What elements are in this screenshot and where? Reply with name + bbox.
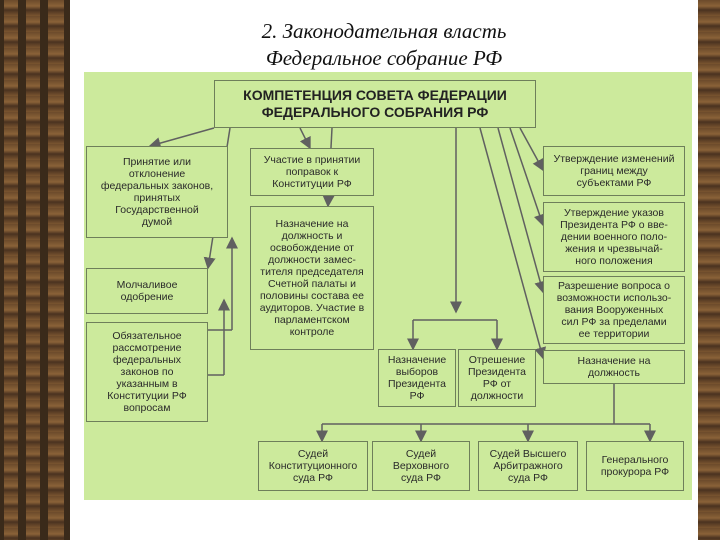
slide-title: 2. Законодательная власть Федеральное со… xyxy=(70,18,698,72)
diagram-header: КОМПЕТЕНЦИЯ СОВЕТА ФЕДЕРАЦИИ ФЕДЕРАЛЬНОГ… xyxy=(214,80,536,128)
right-box-armed-forces: Разрешение вопроса о возможности использ… xyxy=(543,276,685,344)
right-box-appointment: Назначение на должность xyxy=(543,350,685,384)
left-box-laws: Принятие или отклонение федеральных зако… xyxy=(86,146,228,238)
right-box-martial-law: Утверждение указов Президента РФ о вве- … xyxy=(543,202,685,272)
right-decorative-border xyxy=(698,0,720,540)
title-line-1: 2. Законодательная власть xyxy=(261,19,507,43)
arrow-to-right-1 xyxy=(519,127,544,172)
arrow-to-right-4 xyxy=(479,127,547,360)
bottom-box-arbitration-court: Судей Высшего Арбитражного суда РФ xyxy=(478,441,578,491)
left-decorative-border xyxy=(0,0,70,540)
arrow-to-right-3 xyxy=(497,127,547,294)
bottom-box-supreme-court: Судей Верховного суда РФ xyxy=(372,441,470,491)
center-box-impeachment: Отрешение Президента РФ от должности xyxy=(458,349,536,407)
arrow-to-mid-1 xyxy=(299,127,311,150)
arrow-to-right-2 xyxy=(509,127,546,227)
center-box-elections: Назначение выборов Президента РФ xyxy=(378,349,456,407)
left-box-mandatory-review: Обязательное рассмотрение федеральных за… xyxy=(86,322,208,422)
right-box-borders: Утверждение изменений границ между субъе… xyxy=(543,146,685,196)
title-line-2: Федеральное собрание РФ xyxy=(265,46,503,70)
left-box-silent-approval: Молчаливое одобрение xyxy=(86,268,208,314)
bottom-box-prosecutor-general: Генерального прокурора РФ xyxy=(586,441,684,491)
mid-box-accounts-chamber: Назначение на должность и освобождение о… xyxy=(250,206,374,350)
arrow-to-left-1 xyxy=(148,127,215,149)
mid-box-amendments: Участие в принятии поправок к Конституци… xyxy=(250,148,374,196)
bottom-box-constitutional-court: Судей Конституционного суда РФ xyxy=(258,441,368,491)
